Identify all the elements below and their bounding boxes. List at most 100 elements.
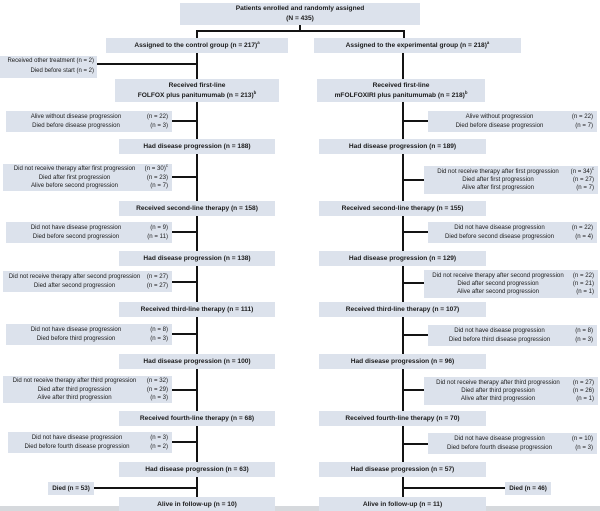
count: (n = 7) <box>575 122 593 130</box>
branch-line <box>299 24 301 32</box>
outcome-row: Died before second disease progression(n… <box>432 233 593 241</box>
count: (n = 30)c <box>144 163 168 173</box>
spine-line-control <box>196 101 198 140</box>
died-text: Died (n = 46) <box>509 485 547 492</box>
experimental-progression-1-box: Had disease progression (n = 189) <box>319 139 486 154</box>
count: (n = 11) <box>147 233 168 241</box>
spine-line-control <box>196 153 198 202</box>
outcome-row: Died after third progression(n = 29) <box>7 386 168 394</box>
spine-line-experimental <box>402 265 404 303</box>
experimental-fourth-line-box: Received fourth-line therapy (n = 70) <box>319 411 486 426</box>
experimental-no-therapy-3-box: Did not receive therapy after third prog… <box>424 377 598 405</box>
footnote-c: c <box>591 165 594 171</box>
connector-line <box>403 282 425 284</box>
enrollment-count: (N = 435) <box>286 15 314 22</box>
connector-line <box>170 389 197 391</box>
enrollment-text: Patients enrolled and randomly assigned <box>235 5 365 13</box>
label: Did not have disease progression <box>454 435 545 443</box>
label: Did not receive therapy after first prog… <box>13 165 136 173</box>
connector-line <box>94 63 197 65</box>
outcome-row: Alive without progression(n = 22) <box>432 113 593 121</box>
count: (n = 1) <box>576 288 594 296</box>
outcome-row: Did not receive therapy after second pro… <box>428 272 594 280</box>
count: (n = 22) <box>571 113 593 121</box>
experimental-no-therapy-1-box: Did not receive therapy after first prog… <box>424 166 598 194</box>
experimental-progression-2-box: Had disease progression (n = 129) <box>319 251 486 266</box>
control-progression-1-box: Had disease progression (n = 188) <box>119 139 275 154</box>
experimental-assigned-text: Assigned to the experimental group (n = … <box>345 39 490 49</box>
count: (n = 8) <box>150 326 168 334</box>
outcome-row: Alive after second progression (n = 1) <box>428 288 594 296</box>
count: (n = 32) <box>146 377 168 385</box>
branch-line <box>196 30 405 32</box>
label: Died after second progression <box>457 280 539 288</box>
experimental-second-line-box: Received second-line therapy (n = 155) <box>319 201 486 216</box>
control-progression-2-box: Had disease progression (n = 138) <box>119 251 275 266</box>
enrollment-box: Patients enrolled and randomly assigned … <box>180 3 420 25</box>
outcome-row: Died before fourth disease progression(n… <box>12 443 168 451</box>
first-line-text: Received first-line <box>372 81 430 89</box>
label: Died after first progression <box>462 176 534 184</box>
label: Died after third progression <box>461 387 535 395</box>
first-line-regimen: FOLFOX plus panitumumab (n = 213)b <box>137 89 257 99</box>
count: (n = 7) <box>576 184 594 192</box>
outcome-row: Died after second progression(n = 21) <box>428 280 594 288</box>
outcome-row: Alive after third progression(n = 3) <box>7 394 168 402</box>
count: (n = 1) <box>576 395 594 403</box>
therapy-text: Received fourth-line therapy (n = 68) <box>139 415 255 422</box>
control-no-therapy-3-box: Did not receive therapy after third prog… <box>3 376 172 403</box>
label: Did not have disease progression <box>30 224 122 232</box>
control-first-outcome-box: Alive without disease progression(n = 22… <box>6 111 172 132</box>
spine-line-experimental <box>402 52 404 80</box>
connector-line <box>92 487 197 489</box>
progression-text: Had disease progression (n = 100) <box>143 358 251 365</box>
count: (n = 8) <box>575 327 593 335</box>
spine-line-control <box>196 316 198 355</box>
count: (n = 22) <box>572 271 594 279</box>
connector-line <box>170 231 197 233</box>
died-text: Died (n = 53) <box>52 485 90 492</box>
outcome-row: Did not receive therapy after first prog… <box>428 165 594 176</box>
control-second-outcome-box: Did not have disease progression(n = 9) … <box>6 222 172 243</box>
label: Did not receive therapy after first prog… <box>437 167 559 175</box>
connector-line <box>403 179 425 181</box>
excluded-line: Received other treatment (n = 2) <box>7 58 94 65</box>
therapy-text: Received second-line therapy (n = 155) <box>341 205 464 212</box>
label: Alive after second progression <box>457 288 539 296</box>
connector-line <box>170 333 197 335</box>
spine-line-control <box>196 265 198 303</box>
alive-text: Alive in follow-up (n = 10) <box>157 500 237 508</box>
count: (n = 27) <box>572 176 594 184</box>
outcome-row: Did not have disease progression(n = 10) <box>432 435 593 443</box>
outcome-row: Died before disease progression(n = 3) <box>10 122 168 130</box>
control-fourth-outcome-box: Did not have disease progression(n = 3) … <box>8 432 172 453</box>
connector-line <box>170 120 197 122</box>
experimental-progression-3-box: Had disease progression (n = 96) <box>319 354 486 369</box>
footnote-b: b <box>464 89 468 95</box>
excluded-line: Died before start (n = 2) <box>30 67 94 74</box>
outcome-row: Died before second progression(n = 11) <box>10 233 168 241</box>
count: (n = 3) <box>575 444 593 452</box>
figure-bottom-edge <box>0 506 600 511</box>
connector-line <box>170 441 197 443</box>
control-assigned-text: Assigned to the control group (n = 217)a <box>134 39 260 49</box>
outcome-row: Died before third progression(n = 3) <box>10 335 168 343</box>
footnote-c: c <box>165 163 168 169</box>
label: Died before fourth disease progression <box>446 444 552 452</box>
first-line-text: Received first-line <box>168 81 226 89</box>
therapy-text: Received fourth-line therapy (n = 70) <box>345 415 460 422</box>
connector-line <box>170 176 197 178</box>
outcome-row: Died before third disease progression(n … <box>432 336 593 344</box>
progression-text: Had disease progression (n = 189) <box>348 143 457 150</box>
outcome-row: Died before fourth disease progression (n… <box>432 444 593 452</box>
outcome-row: Did not receive therapy after first prog… <box>7 163 168 173</box>
therapy-text: Received third-line therapy (n = 111) <box>140 306 254 313</box>
alive-text: Alive in follow-up (n = 11) <box>362 500 443 508</box>
spine-line-control <box>196 52 198 80</box>
experimental-first-line-box: Received first-line mFOLFOXIRI plus pani… <box>317 79 485 102</box>
label: Died before disease progression <box>455 122 544 130</box>
connector-line <box>403 120 429 122</box>
count: (n = 22) <box>571 224 593 232</box>
outcome-row: Died after first progression (n = 27) <box>428 176 594 184</box>
